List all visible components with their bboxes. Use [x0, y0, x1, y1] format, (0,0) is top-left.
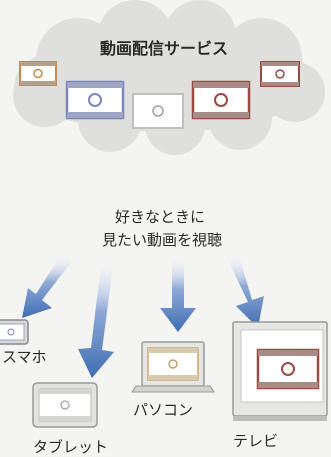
label-tablet: タブレット [33, 438, 108, 456]
video-thumbnail [132, 93, 184, 129]
video-thumbnail [19, 61, 57, 86]
video-thumbnail [260, 61, 300, 87]
label-pc: パソコン [133, 401, 193, 419]
arrow-to-smartphone [22, 253, 72, 318]
tv-icon [232, 321, 328, 421]
caption-line-2: 見たい動画を視聴 [102, 231, 222, 249]
video-thumbnail [191, 80, 251, 120]
arrow-to-tv [226, 252, 264, 328]
video-thumbnail [65, 80, 125, 120]
arrow-to-tablet [78, 256, 114, 378]
caption-line-1: 好きなときに [115, 208, 205, 226]
label-tv: テレビ [233, 432, 278, 450]
smartphone-icon [0, 319, 29, 345]
laptop-icon [131, 341, 215, 393]
cloud-title: 動画配信サービス [100, 39, 228, 58]
arrow-to-pc [160, 254, 196, 332]
label-smartphone: スマホ [2, 348, 47, 366]
tablet-icon [32, 382, 98, 428]
